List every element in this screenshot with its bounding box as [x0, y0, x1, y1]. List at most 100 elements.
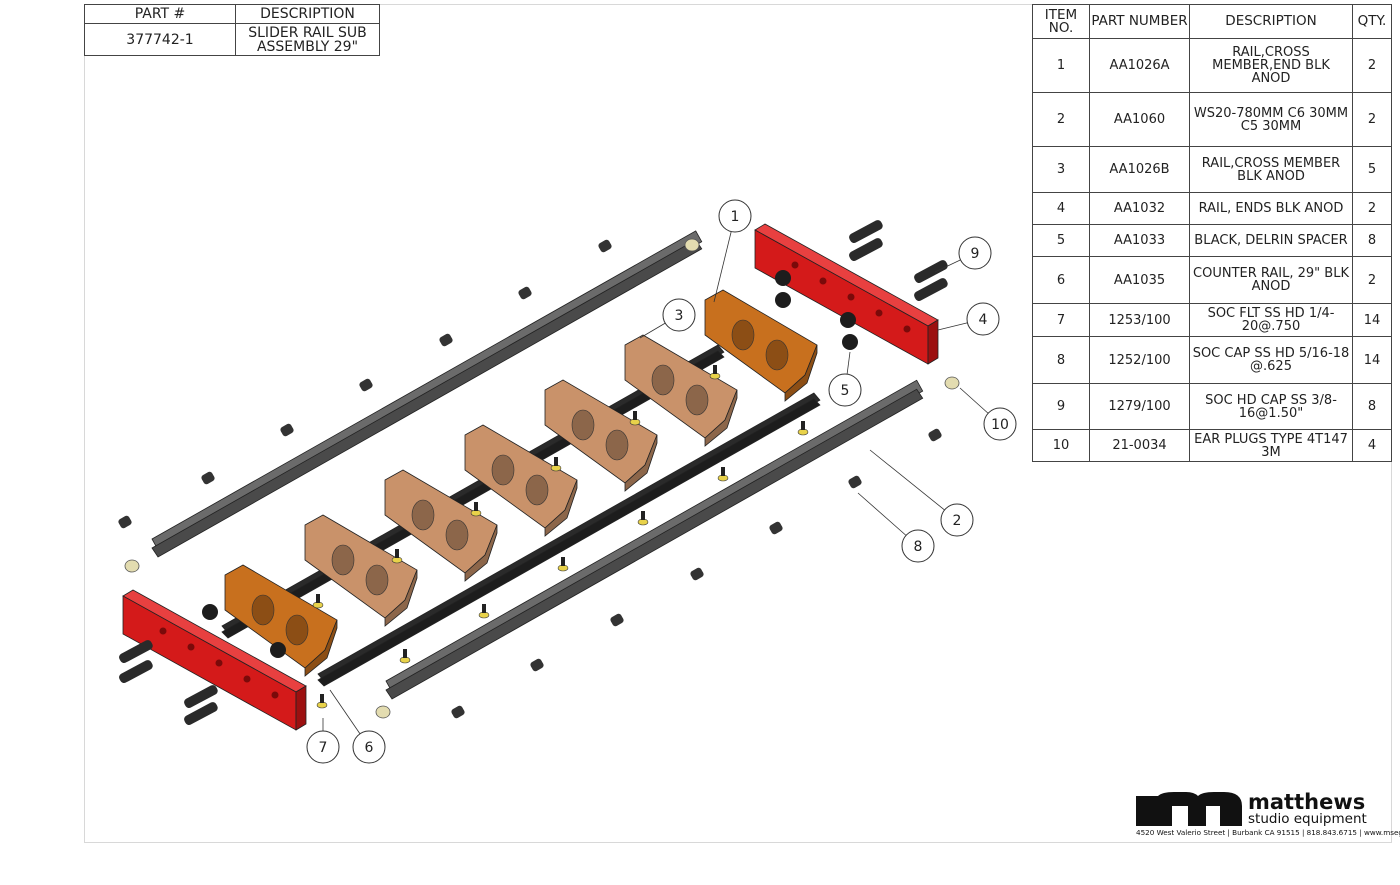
bom-header-qty: QTY.	[1352, 4, 1392, 39]
bom-cell-part: 21-0034	[1089, 429, 1190, 462]
cross-member-hole	[765, 339, 789, 371]
socket-screw	[690, 567, 704, 581]
socket-screw	[201, 471, 215, 485]
item-balloon-label: 9	[971, 246, 980, 262]
delrin-spacer	[775, 292, 791, 308]
ear-plug	[684, 238, 700, 252]
flat-head-screw-shank	[482, 604, 486, 613]
item-balloon-label: 3	[675, 308, 684, 324]
item-balloon-label: 6	[365, 740, 374, 756]
bom-cell-item: 8	[1032, 336, 1090, 384]
socket-screw	[530, 658, 544, 672]
cross-member-hole	[285, 614, 309, 646]
flat-head-screw-shank	[474, 502, 478, 511]
cross-member-hole	[605, 429, 629, 461]
socket-screw	[118, 515, 132, 529]
bom-cell-qty: 4	[1352, 429, 1392, 462]
logo-m-mark	[1136, 792, 1242, 826]
socket-screw	[518, 286, 532, 300]
cross-member-edge	[624, 434, 658, 492]
cross-member-hole	[365, 564, 389, 596]
bom-cell-desc: SOC FLT SS HD 1/4-20@.750	[1189, 303, 1353, 337]
flat-head-screw-shank	[316, 594, 320, 603]
bom-cell-qty: 2	[1352, 92, 1392, 147]
cross-member-hole	[251, 594, 275, 626]
bom-cell-desc: EAR PLUGS TYPE 4T147 3M	[1189, 429, 1353, 462]
flat-head-screw-shank	[561, 557, 565, 566]
bom-cell-desc: SOC HD CAP SS 3/8-16@1.50"	[1189, 383, 1353, 430]
item-balloon	[352, 730, 386, 764]
item-balloon	[983, 407, 1017, 441]
item-balloon	[306, 730, 340, 764]
cross-member-hole	[411, 499, 435, 531]
cross-member-hole	[571, 409, 595, 441]
cross-member-hole	[651, 364, 675, 396]
flat-head-screw-shank	[395, 549, 399, 558]
socket-screw	[928, 428, 942, 442]
company-logo: matthews studio equipment 4520 West Vale…	[1136, 790, 1400, 840]
flat-head-screw-shank	[554, 457, 558, 466]
cap-screw	[119, 660, 153, 684]
cross-member-edge	[704, 389, 738, 447]
flat-head-screw-shank	[641, 511, 645, 520]
bom-cell-item: 9	[1032, 383, 1090, 430]
ear-plug	[944, 376, 960, 390]
end-block-back-hole	[819, 277, 827, 285]
cross-member-hole	[731, 319, 755, 351]
logo-subtitle: studio equipment	[1248, 811, 1367, 827]
bom-cell-item: 1	[1032, 38, 1090, 93]
item-balloon-label: 2	[953, 513, 962, 529]
bom-cell-qty: 2	[1352, 256, 1392, 304]
item-balloon-label: 5	[841, 383, 850, 399]
item-balloon-label: 10	[991, 417, 1009, 433]
item-balloon	[828, 373, 862, 407]
bom-cell-qty: 8	[1352, 224, 1392, 257]
flat-head-screw-shank	[403, 649, 407, 658]
socket-screw	[610, 613, 624, 627]
cap-screw	[849, 238, 883, 262]
end-block-front-hole	[187, 643, 195, 651]
linear-rail-bottom-side	[385, 388, 924, 700]
socket-screw	[359, 378, 373, 392]
end-block-back-end	[927, 319, 939, 365]
cap-screw	[914, 278, 948, 302]
bom-cell-item: 2	[1032, 92, 1090, 147]
end-block-back-hole	[791, 261, 799, 269]
delrin-spacer	[840, 312, 856, 328]
delrin-spacer	[775, 270, 791, 286]
bom-cell-desc: RAIL,CROSS MEMBER BLK ANOD	[1189, 146, 1353, 193]
cap-screw	[119, 640, 153, 664]
socket-screw	[439, 333, 453, 347]
flat-head-screw-shank	[801, 421, 805, 430]
bom-cell-item: 10	[1032, 429, 1090, 462]
delrin-spacer	[202, 604, 218, 620]
end-block-front-hole	[271, 691, 279, 699]
item-balloon-label: 1	[731, 209, 740, 225]
cross-member-hole	[445, 519, 469, 551]
item-balloon	[662, 298, 696, 332]
end-block-back-hole	[875, 309, 883, 317]
cross-member-hole	[525, 474, 549, 506]
bom-cell-qty: 14	[1352, 303, 1392, 337]
delrin-spacer	[842, 334, 858, 350]
item-balloon-label: 4	[979, 312, 988, 328]
bom-cell-part: AA1033	[1089, 224, 1190, 257]
cap-screw	[184, 685, 218, 709]
cross-member-edge	[784, 344, 818, 402]
item-balloon-label: 8	[914, 539, 923, 555]
cross-member-hole	[331, 544, 355, 576]
end-block-front-hole	[159, 627, 167, 635]
bom-cell-desc: SOC CAP SS HD 5/16-18 @.625	[1189, 336, 1353, 384]
flat-head-screw-shank	[633, 411, 637, 420]
part-number: 377742-1	[84, 23, 236, 56]
logo-address: 4520 West Valerio Street | Burbank CA 91…	[1136, 828, 1400, 837]
cap-screw	[849, 220, 883, 244]
cross-member-edge	[384, 569, 418, 627]
